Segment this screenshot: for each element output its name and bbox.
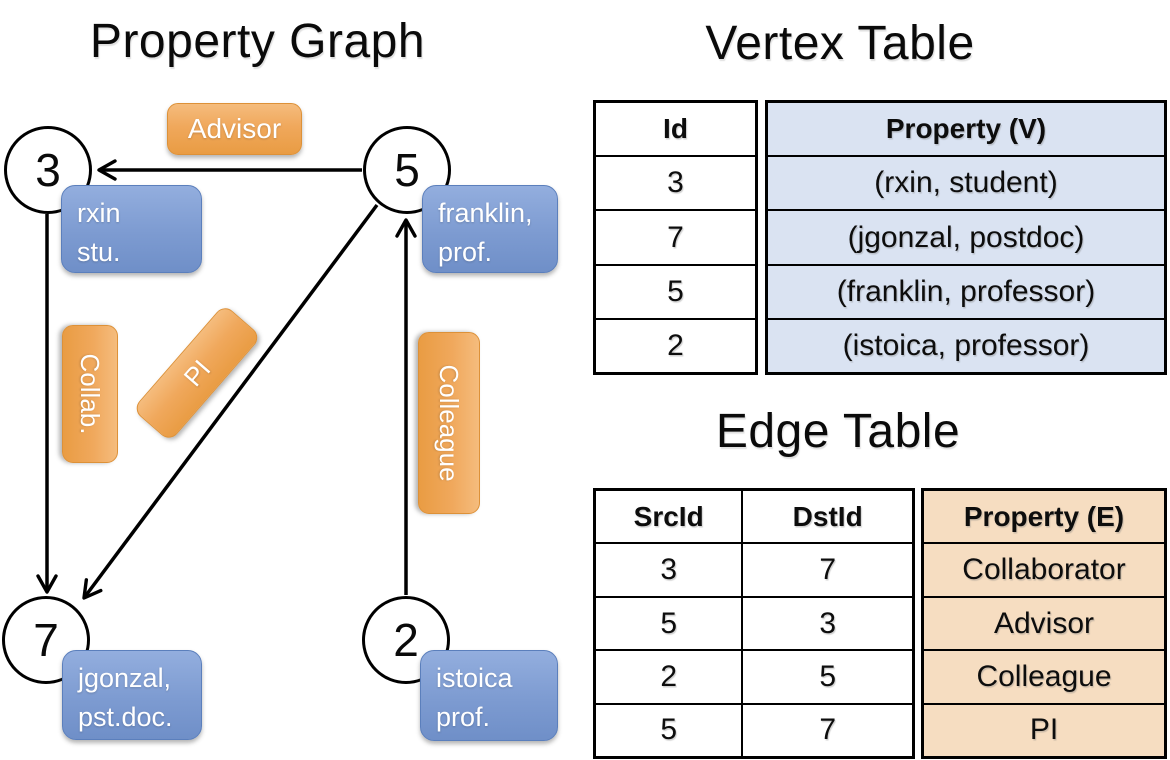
edge-label-advisor: Advisor [167,103,302,155]
edge-property-cell: Advisor [993,606,1095,640]
edge-property-cell: PI [1029,713,1059,747]
edge-dst-cell: 3 [741,597,912,650]
vertex-property-cell: (istoica, professor) [842,328,1090,362]
vertex-3-name: rxin [77,198,121,228]
vertex-property-box-3: rxin stu. [61,185,202,273]
property-graph-title: Property Graph [89,15,426,68]
vertex-table-title: Vertex Table [705,17,975,70]
vertex-2-role: prof. [436,702,491,733]
vertex-property-cell: (rxin, student) [874,166,1058,200]
vertex-id-cell: 3 [667,166,684,200]
edge-src-cell: 5 [660,713,678,747]
vertex-table-id-column: Id 3 7 5 2 [593,100,758,375]
edge-table-property-column: Property (E) Collaborator Advisor Collea… [921,488,1167,759]
edge-label-colleague: Colleague [418,332,480,514]
vertex-5-name: franklin, [438,198,533,228]
edge-srcid-header: SrcId [633,500,704,532]
node-7-id: 7 [33,614,59,666]
edge-table-title: Edge Table [715,405,961,458]
node-3-id: 3 [35,144,61,196]
vertex-7-role: pst.doc. [78,702,173,733]
edge-dstid-header: DstId [741,491,912,543]
edge-src-cell: 2 [660,659,678,693]
edge-dst-cell: 7 [741,704,912,757]
vertex-2-name: istoica [436,663,513,693]
vertex-table-property-column: Property (V) (rxin, student) (jgonzal, p… [765,100,1167,375]
vertex-property-box-7: jgonzal, pst.doc. [62,650,202,740]
vertex-7-name: jgonzal, [78,663,172,693]
node-2-id: 2 [393,614,419,666]
vertex-3-role: stu. [77,237,121,268]
vertex-property-cell: (franklin, professor) [836,274,1096,308]
edge-dst-cell: 7 [741,544,912,596]
edge-property-header: Property (E) [963,500,1125,532]
vertex-5-role: prof. [438,237,493,268]
vertex-property-cell: (jgonzal, postdoc) [847,220,1085,254]
vertex-property-header: Property (V) [885,113,1047,145]
graph-node-5: 5 [363,126,451,214]
edge-src-cell: 3 [660,553,678,587]
vertex-id-header: Id [663,113,688,145]
vertex-property-box-2: istoica prof. [420,650,558,741]
vertex-id-cell: 7 [667,220,684,254]
vertex-id-cell: 5 [667,274,684,308]
edge-label-collab: Collab. [62,325,118,463]
edge-table-id-columns: SrcId DstId 3 7 5 3 2 5 5 7 [593,488,915,759]
vertex-id-cell: 2 [667,328,684,362]
node-5-id: 5 [394,144,420,196]
edge-property-cell: Colleague [976,659,1112,693]
edge-dst-cell: 5 [741,651,912,703]
graph-node-3: 3 [4,126,92,214]
edge-src-cell: 5 [660,606,678,640]
edge-label-pi: PI [132,303,262,443]
vertex-property-box-5: franklin, prof. [422,185,558,273]
edge-property-cell: Collaborator [962,553,1126,587]
